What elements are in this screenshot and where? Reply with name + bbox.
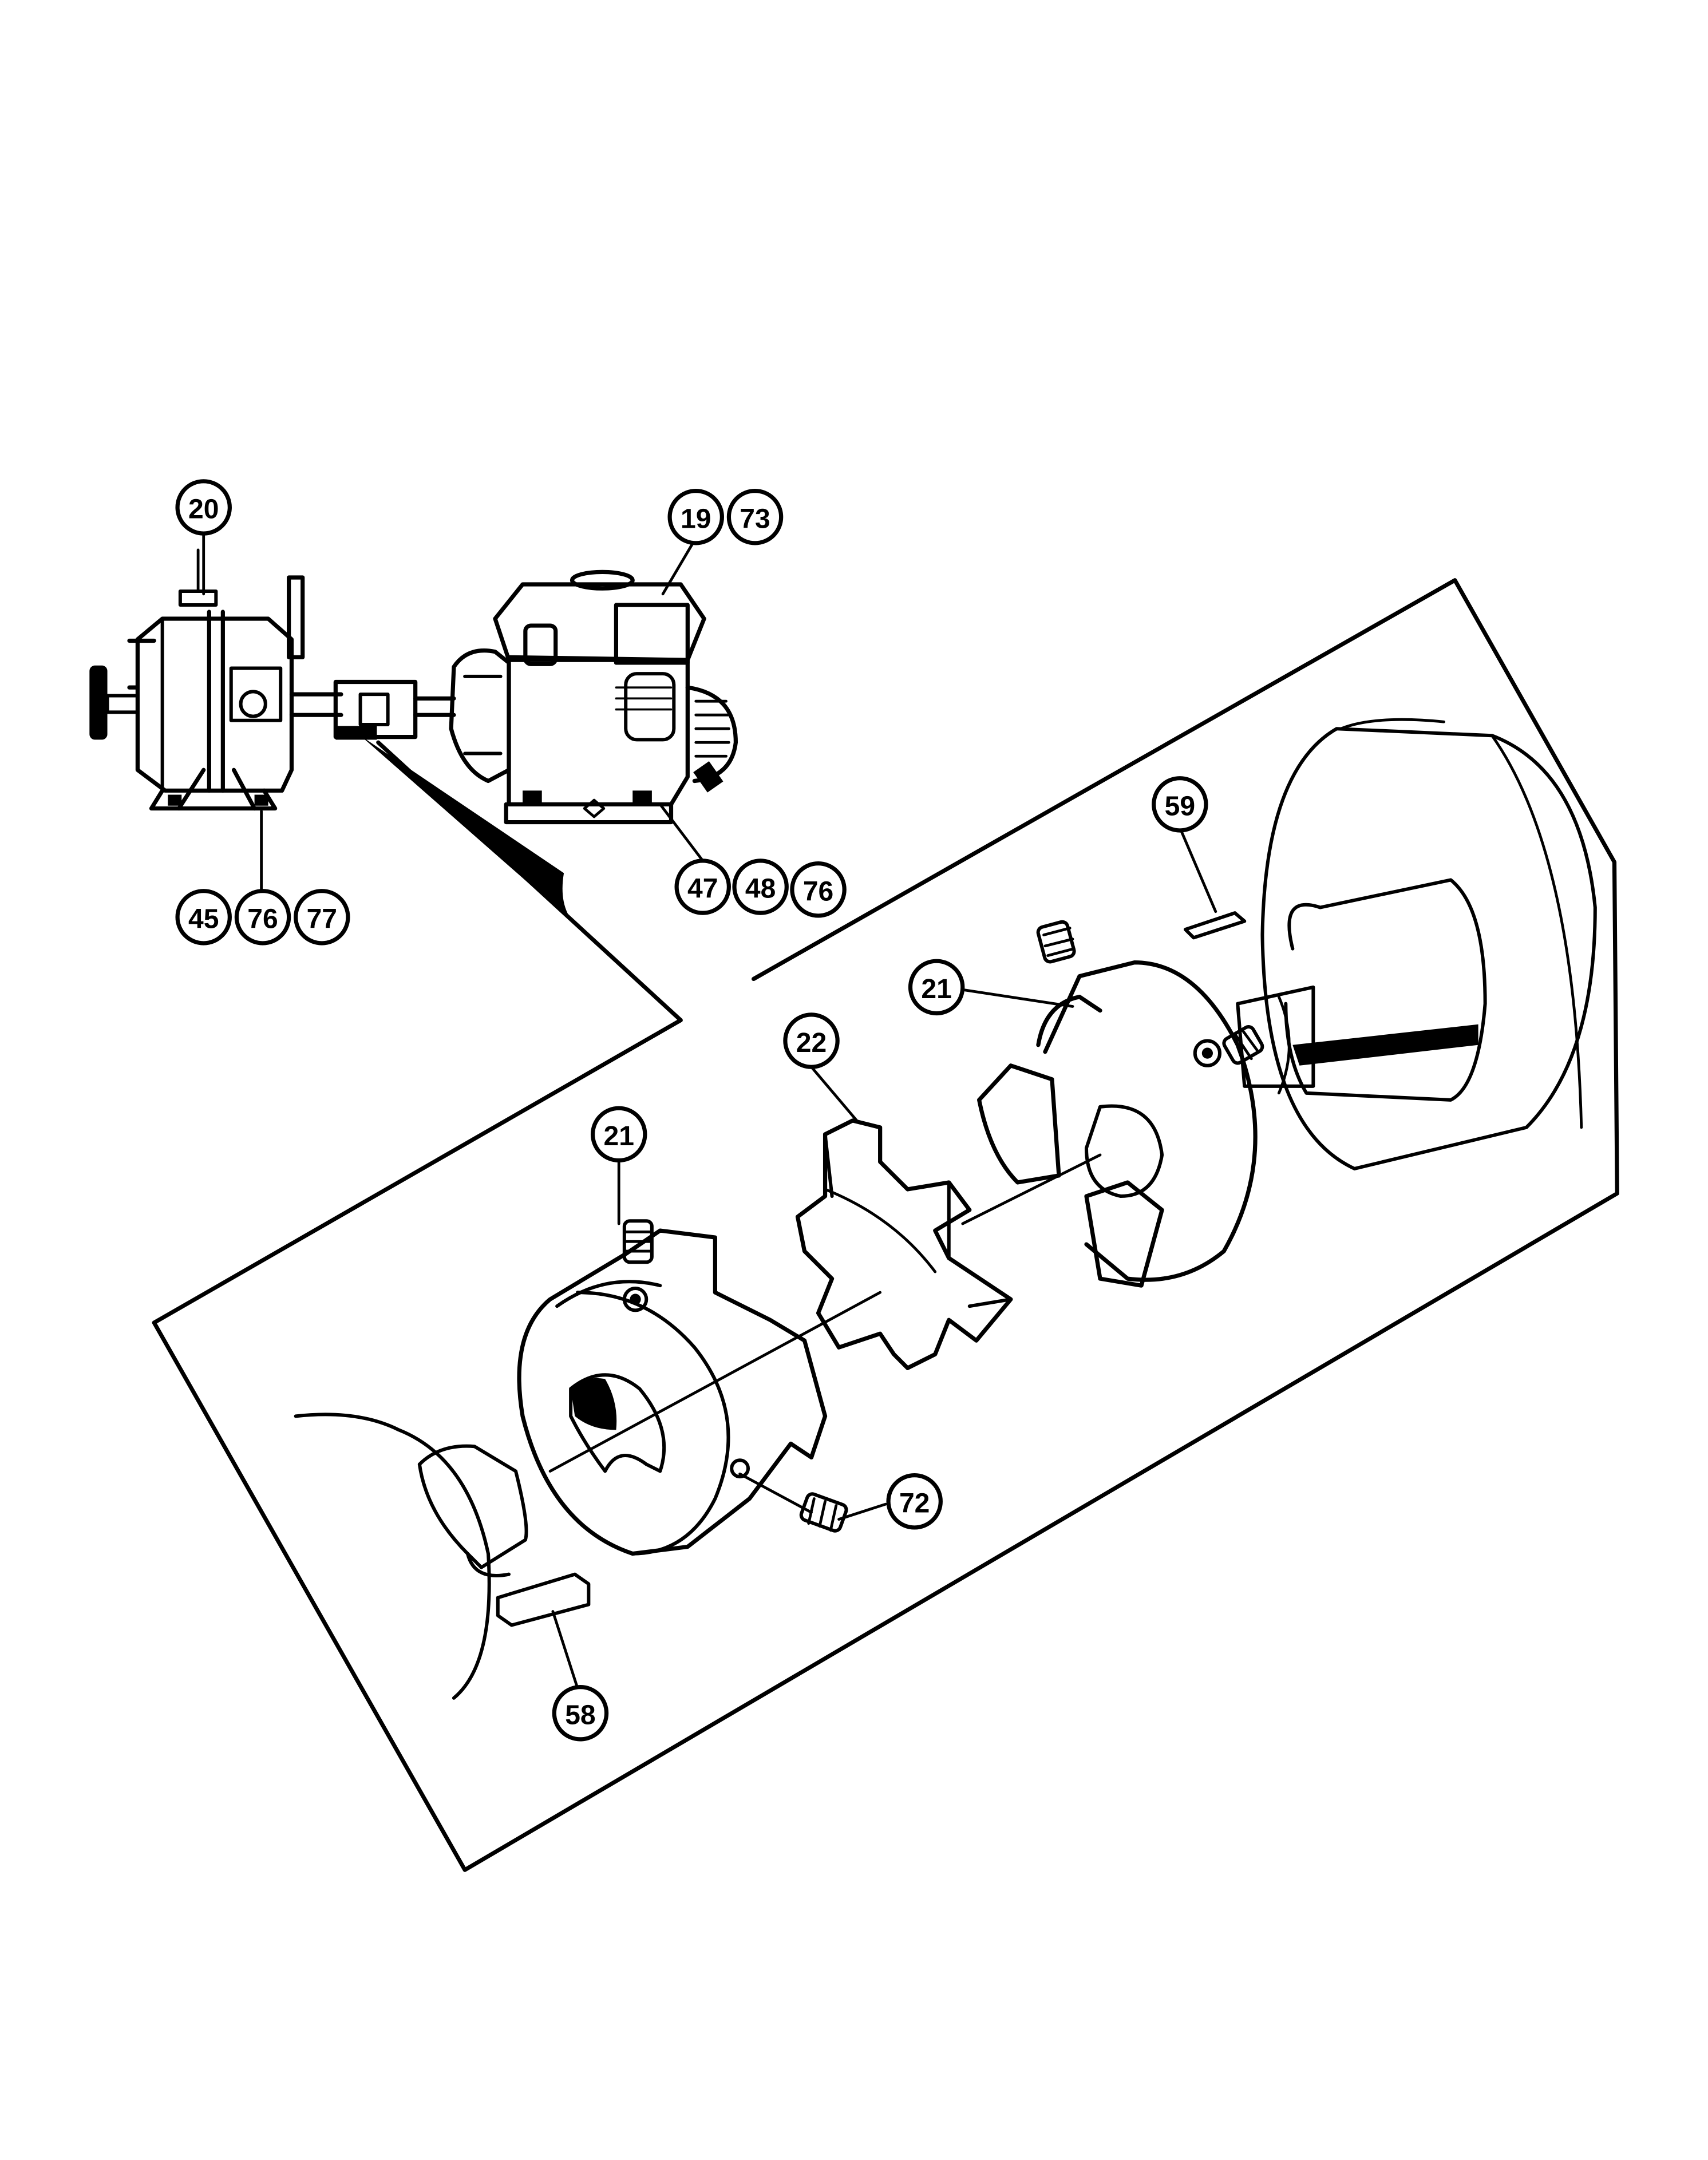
set-screw-top bbox=[1036, 920, 1076, 964]
centerline bbox=[548, 1153, 1102, 1473]
callout-47: 47 bbox=[674, 859, 731, 915]
pump-body bbox=[127, 548, 305, 811]
engine bbox=[449, 569, 738, 825]
pump-shaft-flange bbox=[294, 1413, 528, 1700]
leader-lines bbox=[202, 532, 1217, 1690]
callout-label: 20 bbox=[188, 494, 219, 525]
callout-label: 48 bbox=[745, 874, 776, 904]
callout-label: 47 bbox=[687, 874, 718, 904]
callout-72: 72 bbox=[886, 1473, 943, 1530]
callout-label: 77 bbox=[307, 904, 337, 935]
callout-label: 59 bbox=[1165, 792, 1195, 822]
set-screw-left-top bbox=[622, 1219, 654, 1264]
spider-insert-22 bbox=[795, 1118, 1013, 1370]
callout-45: 45 bbox=[175, 889, 232, 946]
callout-label: 58 bbox=[565, 1700, 595, 1730]
callout-48: 48 bbox=[732, 859, 789, 915]
callout-label: 45 bbox=[188, 904, 219, 935]
callout-label: 76 bbox=[803, 877, 833, 907]
detail-frame bbox=[152, 578, 1619, 1872]
callout-label: 21 bbox=[603, 1121, 634, 1152]
callout-76: 76 bbox=[790, 861, 847, 918]
handwheel bbox=[89, 665, 140, 740]
set-screw-flange bbox=[1222, 1025, 1264, 1065]
coupling-overview bbox=[289, 679, 456, 740]
callout-73: 73 bbox=[726, 489, 784, 545]
callout-21: 21 bbox=[590, 1106, 647, 1163]
callout-label: 73 bbox=[740, 504, 770, 534]
callout-59: 59 bbox=[1152, 776, 1208, 833]
callout-21: 21 bbox=[908, 959, 965, 1016]
callout-label: 22 bbox=[796, 1028, 827, 1058]
callout-label: 21 bbox=[921, 974, 951, 1004]
callout-58: 58 bbox=[552, 1685, 609, 1742]
key-59 bbox=[1183, 911, 1247, 940]
set-screw-72 bbox=[738, 1472, 848, 1533]
callout-label: 76 bbox=[247, 904, 278, 935]
callout-label: 72 bbox=[899, 1489, 930, 1519]
coupling-hub-left bbox=[517, 1228, 828, 1556]
callout-19: 19 bbox=[667, 489, 724, 545]
callout-22: 22 bbox=[783, 1012, 840, 1069]
callout-77: 77 bbox=[294, 889, 350, 946]
callout-label: 19 bbox=[681, 504, 711, 534]
callout-20: 20 bbox=[175, 479, 232, 536]
callout-76: 76 bbox=[234, 889, 291, 946]
key-58 bbox=[496, 1572, 591, 1627]
pump-unit-overview bbox=[89, 548, 738, 825]
coupling-hub-right bbox=[977, 960, 1258, 1288]
engine-shaft-flange bbox=[1236, 718, 1597, 1170]
